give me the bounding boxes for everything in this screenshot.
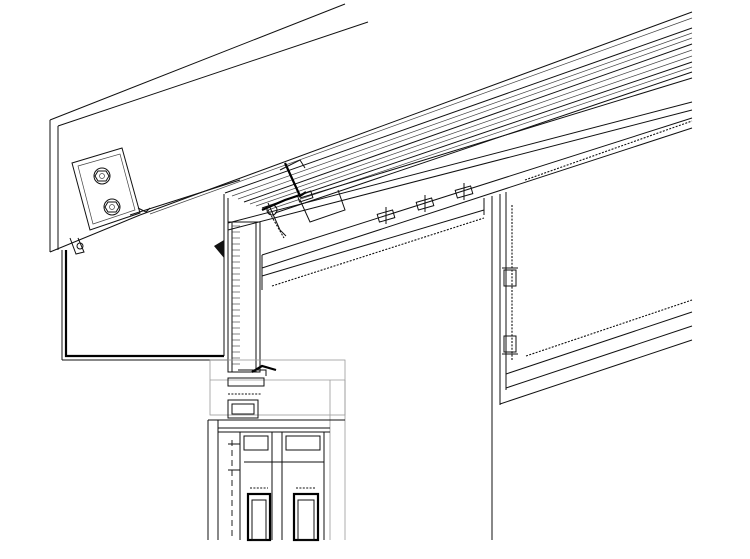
hex-bolt-upper <box>93 167 111 185</box>
window-frame-assembly <box>207 359 346 542</box>
lower-right-rafter <box>499 299 693 405</box>
rafter-bolts <box>376 183 474 224</box>
insulation-column <box>227 221 261 373</box>
rafter-bolt-2 <box>415 195 435 212</box>
vertical-post <box>483 192 518 540</box>
eaves-fixings <box>261 159 346 239</box>
rafter-bolt-3 <box>454 183 474 200</box>
upper-steel-beam <box>49 3 369 253</box>
gusset-plate <box>71 147 151 231</box>
hex-bolt-lower <box>103 198 121 216</box>
rafter-bolt-1 <box>376 207 396 224</box>
insulation-hatching <box>232 225 240 365</box>
lower-rafter <box>227 101 693 290</box>
roof-glazing-bands <box>139 11 693 216</box>
